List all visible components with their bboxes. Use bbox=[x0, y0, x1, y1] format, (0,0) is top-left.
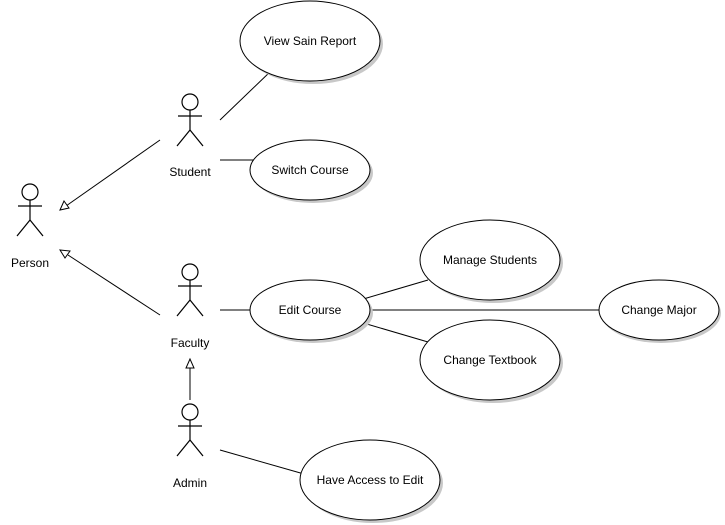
generalization-arrowhead bbox=[59, 249, 71, 259]
actor-label: Admin bbox=[173, 476, 207, 490]
actor-student[interactable]: Student bbox=[169, 93, 211, 179]
use-case-label: Edit Course bbox=[279, 303, 342, 317]
association-admin-have-access-to-edit bbox=[219, 449, 305, 475]
actor-label: Student bbox=[169, 165, 211, 179]
stick-figure-icon bbox=[16, 183, 44, 237]
association-edit-course-change-textbook bbox=[359, 321, 429, 343]
actor-faculty[interactable]: Faculty bbox=[171, 263, 210, 350]
generalization-arrowhead bbox=[185, 357, 195, 369]
connectors bbox=[59, 69, 600, 475]
use-case-label: Change Textbook bbox=[443, 353, 537, 367]
use-case-switch-course[interactable]: Switch Course bbox=[249, 139, 373, 203]
stick-figure-icon bbox=[176, 93, 204, 147]
actor-label: Person bbox=[11, 256, 49, 270]
use-case-manage-students[interactable]: Manage Students bbox=[419, 219, 563, 303]
use-case-change-major[interactable]: Change Major bbox=[598, 279, 721, 343]
use-case-change-textbook[interactable]: Change Textbook bbox=[419, 319, 563, 403]
association-student-view-sain-report bbox=[219, 69, 273, 121]
use-case-label: Manage Students bbox=[443, 253, 537, 267]
use-case-label: Change Major bbox=[621, 303, 696, 317]
stick-figure-icon bbox=[176, 403, 204, 457]
use-case-have-access-to-edit[interactable]: Have Access to Edit bbox=[299, 439, 443, 523]
use-case-label: Switch Course bbox=[271, 163, 349, 177]
use-case-view-sain-report[interactable]: View Sain Report bbox=[239, 0, 383, 84]
use-case-label: View Sain Report bbox=[264, 34, 357, 48]
stick-figure-icon bbox=[176, 263, 204, 317]
use-case-edit-course[interactable]: Edit Course bbox=[249, 279, 373, 343]
generalization-faculty-person bbox=[67, 254, 161, 316]
use-case-label: Have Access to Edit bbox=[317, 473, 424, 487]
generalization-arrowhead bbox=[59, 199, 70, 211]
generalization-student-person bbox=[65, 139, 161, 207]
actor-admin[interactable]: Admin bbox=[173, 403, 207, 490]
association-edit-course-manage-students bbox=[359, 279, 429, 301]
actor-label: Faculty bbox=[171, 336, 210, 350]
actor-person[interactable]: Person bbox=[11, 183, 49, 270]
